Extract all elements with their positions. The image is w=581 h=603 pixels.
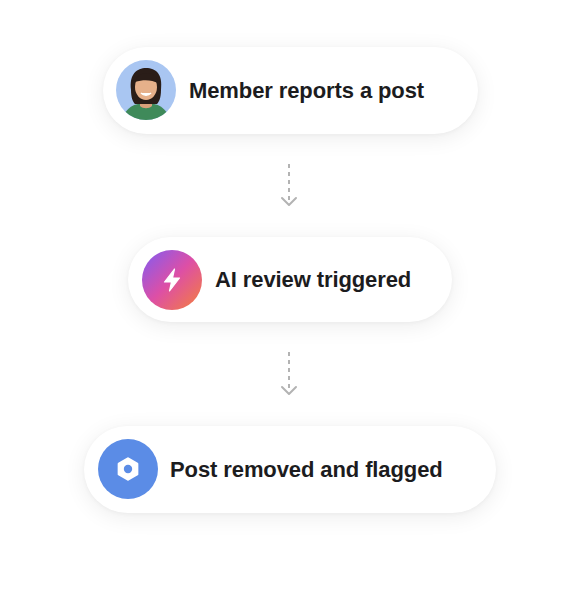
step-label: Post removed and flagged [170, 457, 443, 483]
step-label: AI review triggered [215, 267, 411, 293]
step-label: Member reports a post [189, 78, 424, 104]
settings-icon [98, 439, 158, 499]
avatar-icon [116, 60, 176, 120]
ai-icon [142, 250, 202, 310]
dashed-connector [282, 322, 296, 426]
arrow-head [282, 198, 296, 205]
dashed-connector [282, 134, 296, 237]
arrow-head [282, 387, 296, 394]
